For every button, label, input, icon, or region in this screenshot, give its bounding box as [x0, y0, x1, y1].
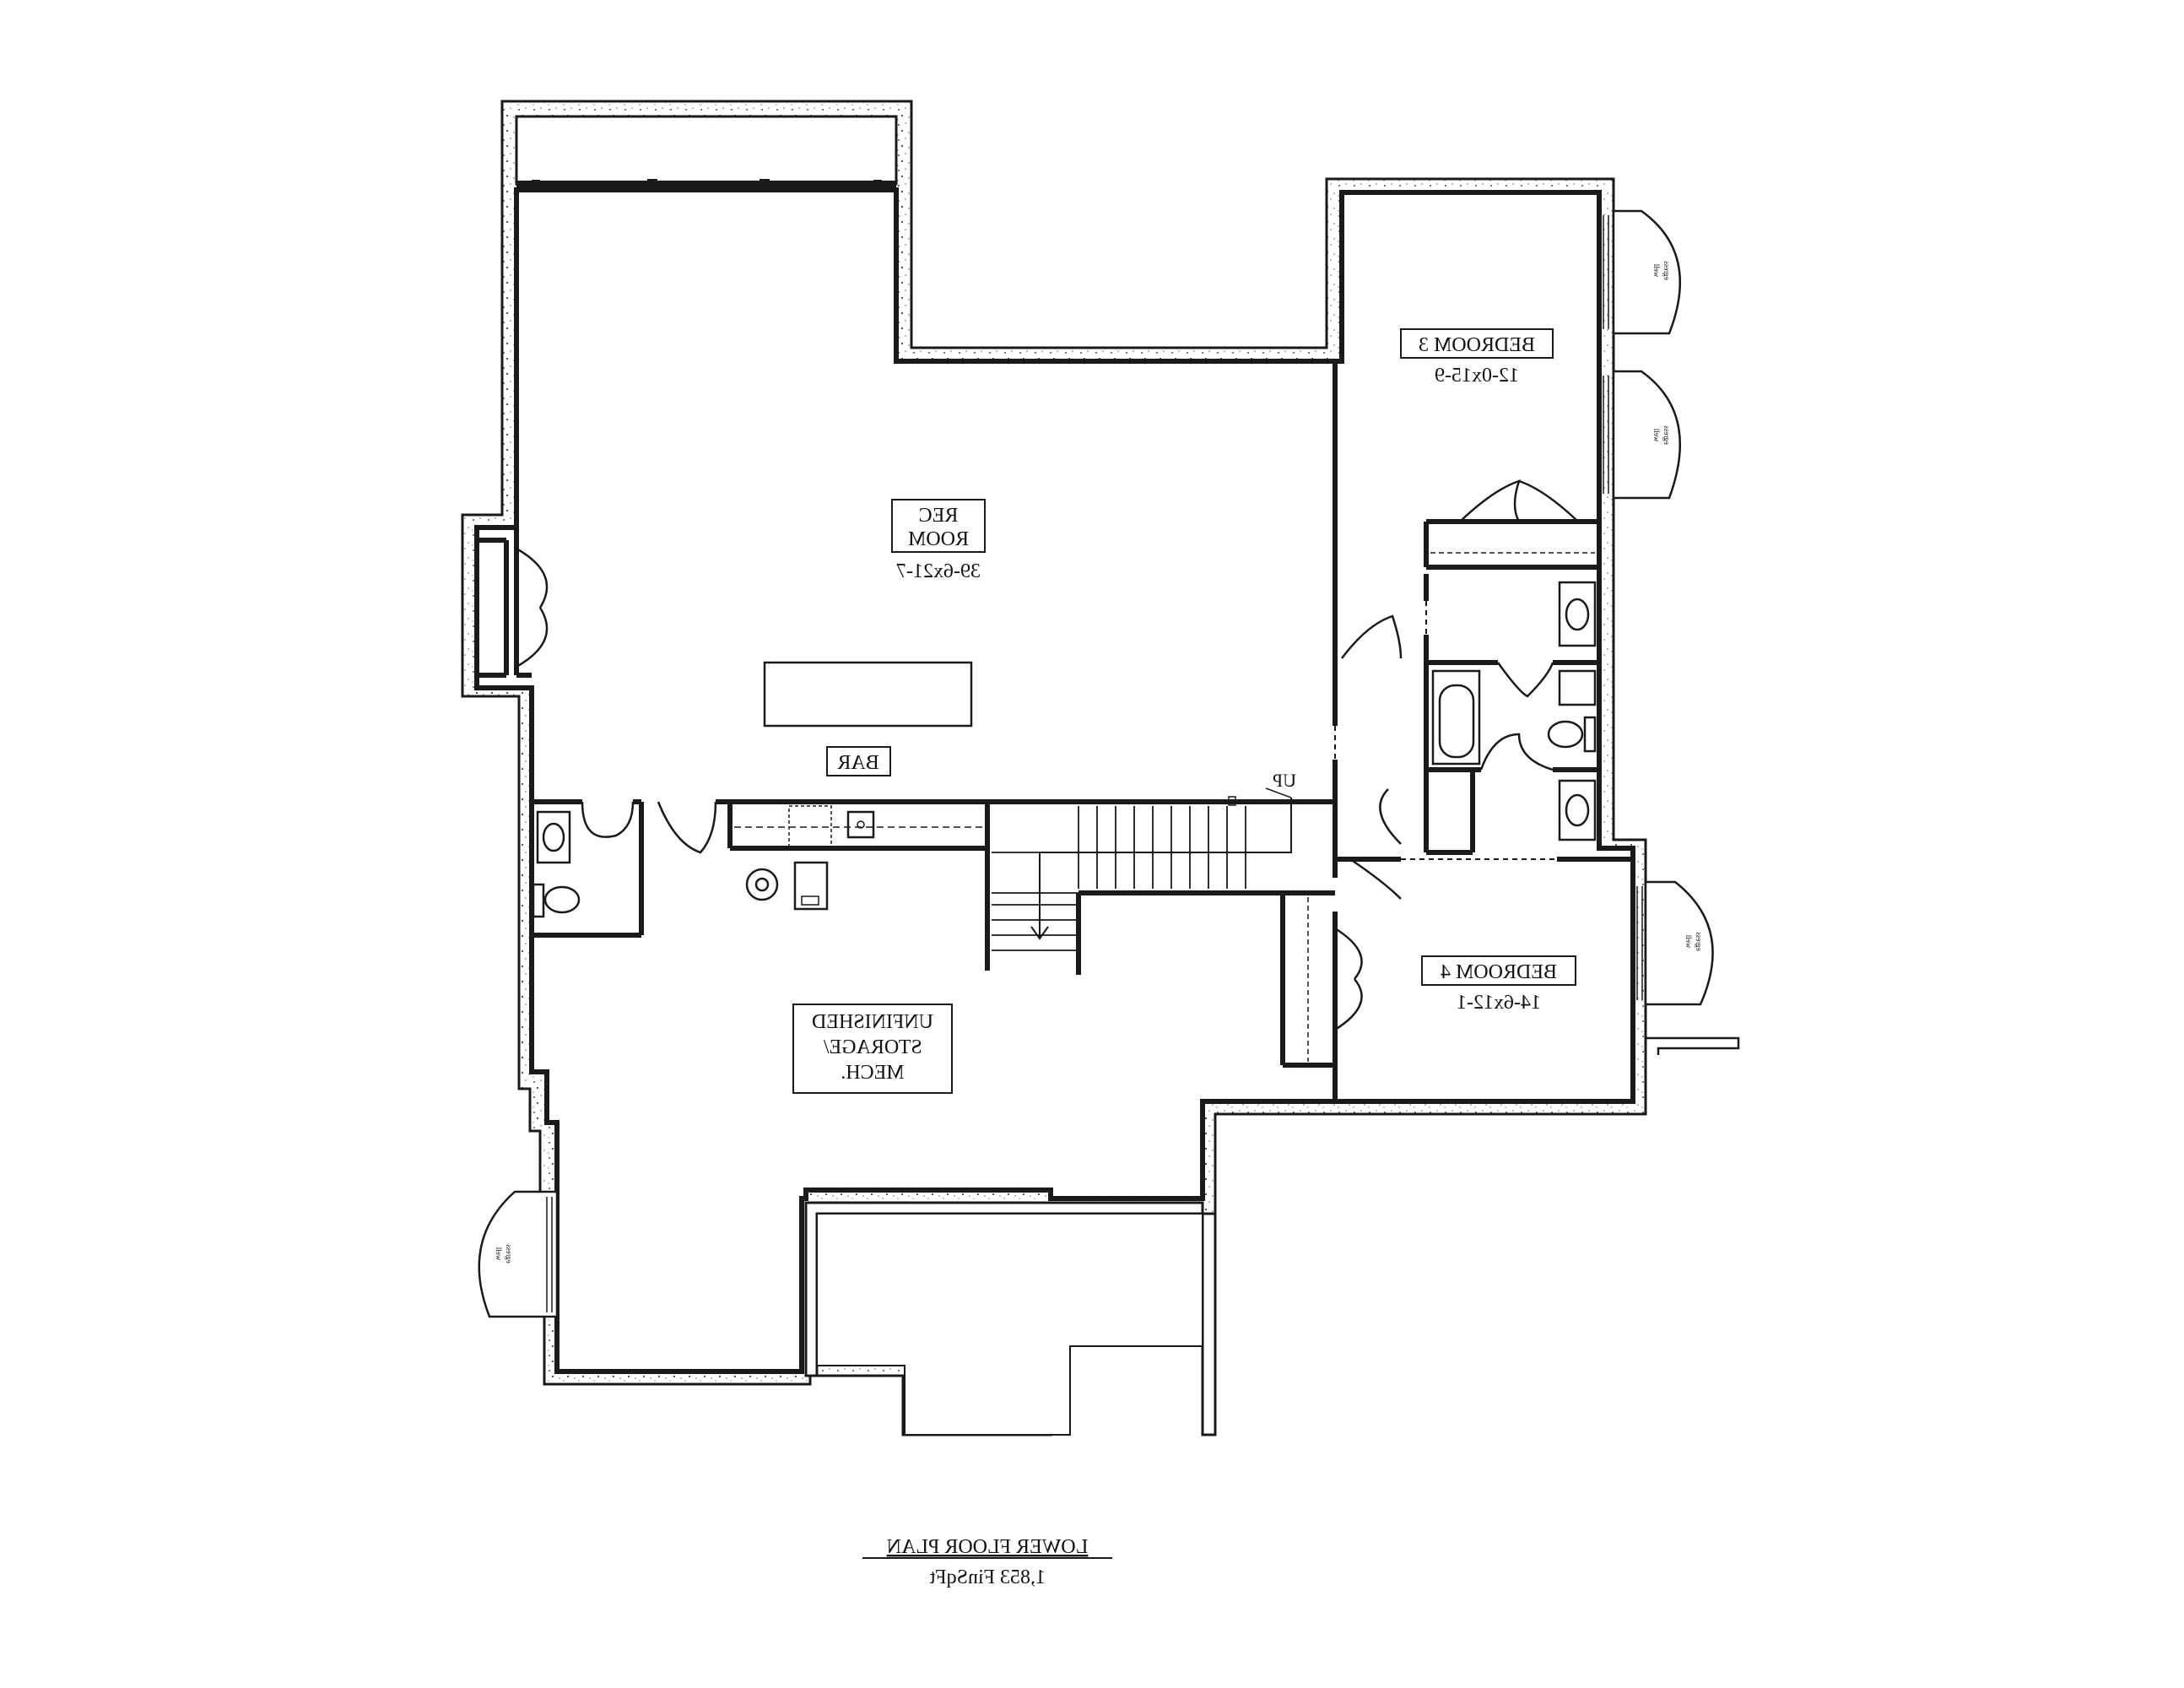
interior-walls [477, 361, 1633, 1101]
openings [1334, 601, 1557, 860]
stoop [1646, 1036, 1740, 1055]
plan-title: LOWER FLOOR PLAN [887, 1536, 1089, 1558]
storage-label: UNFINISHED STORAGE/ MECH. [792, 1004, 953, 1094]
interior-area [474, 187, 1635, 1374]
beam-posts [532, 179, 882, 189]
window-well-label: egress [1662, 425, 1671, 445]
bedroom4-label: BEDROOM 4 14-6x12-1 [1421, 955, 1576, 1014]
window-well-labels: well egress well egress well egress well… [495, 261, 1703, 1263]
window-well-left [478, 1190, 559, 1318]
rec-room-name-line2: ROOM [908, 528, 969, 550]
rec-room-size: 39-6x21-7 [896, 560, 981, 582]
bar-counter-detail [734, 805, 983, 847]
window-well-label: well [1652, 263, 1661, 277]
window-well-b3-top [1612, 209, 1682, 335]
bedroom3-size: 12-0x15-9 [1435, 365, 1519, 387]
powder-fixtures [532, 810, 581, 918]
sink-icon [1565, 598, 1590, 631]
top-porch [515, 115, 898, 186]
window-well-label: well [1652, 428, 1661, 441]
window-well-label: egress [505, 1244, 513, 1263]
window-well-label: egress [1662, 261, 1671, 280]
bath-fixtures [1431, 581, 1597, 841]
rec-room-label: REC ROOM 39-6x21-7 [891, 499, 986, 582]
window-well-label: well [495, 1247, 503, 1260]
window-well-b3-bottom [1612, 370, 1682, 500]
sink-icon [1565, 793, 1590, 827]
window-glazing [546, 215, 1643, 1312]
foundation-walls [461, 100, 1647, 1436]
toilet-icon [543, 885, 581, 914]
mech-equipment [745, 861, 829, 911]
storage-line2: STORAGE/ [824, 1036, 922, 1058]
window-wells [478, 209, 1714, 1318]
bedroom4-size: 14-6x12-1 [1457, 992, 1541, 1014]
stair-arrow [1039, 798, 1292, 937]
stairs [992, 787, 1292, 951]
bedroom3-name: BEDROOM 3 [1419, 334, 1535, 356]
doors [516, 479, 1579, 1031]
title-block: LOWER FLOOR PLAN 1,853 FinSqFt [862, 1536, 1112, 1588]
rear-porch [816, 1213, 1203, 1436]
bar-label: BAR [826, 746, 891, 776]
window-well-b4 [1644, 880, 1714, 1006]
water-heater-icon [745, 868, 779, 901]
sink-icon [542, 822, 565, 852]
storage-line1: UNFINISHED [812, 1011, 933, 1033]
furnace-icon [793, 861, 829, 911]
bar-name: BAR [837, 752, 878, 774]
rec-room-name-line1: REC [919, 505, 959, 527]
storage-line3: MECH. [841, 1062, 904, 1084]
toilet-icon [1547, 720, 1584, 749]
bedroom3-label: BEDROOM 3 12-0x15-9 [1400, 328, 1554, 387]
bar-island [763, 661, 973, 728]
plan-area: 1,853 FinSqFt [929, 1566, 1046, 1588]
bedroom4-name: BEDROOM 4 [1441, 961, 1557, 983]
window-well-label: well [1684, 934, 1693, 948]
stairs-up-label: UP [1273, 770, 1296, 791]
window-well-label: egress [1695, 932, 1703, 951]
closet-shelves [1307, 552, 1595, 1062]
